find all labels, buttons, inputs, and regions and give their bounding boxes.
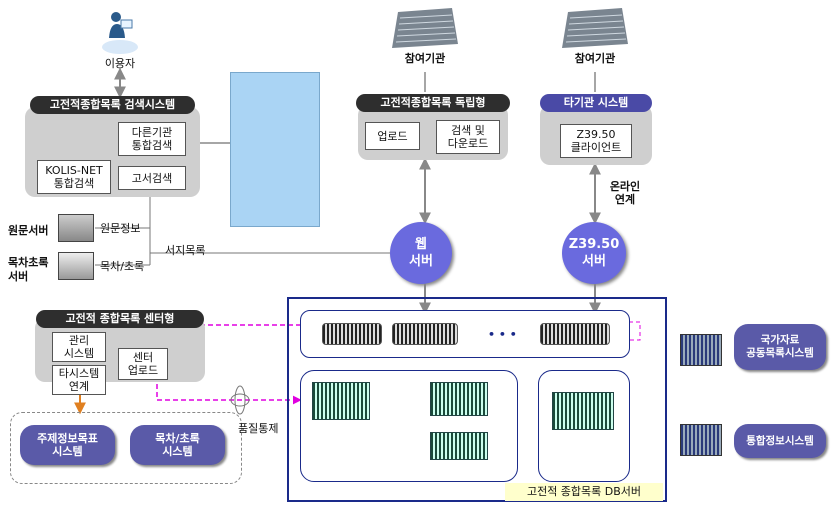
kolis-net-search-box[interactable]: KOLIS-NET 통합검색 bbox=[37, 160, 111, 194]
other-system-link-box[interactable]: 타시스템 연계 bbox=[52, 365, 106, 395]
web-server-node: 웹 서버 bbox=[390, 222, 452, 284]
original-server-label: 원문서버 bbox=[8, 224, 49, 237]
upload-box[interactable]: 업로드 bbox=[365, 122, 420, 150]
db-cylinder-1 bbox=[322, 323, 382, 345]
integrated-info-icon bbox=[680, 424, 722, 456]
online-link-label: 온라인 연계 bbox=[609, 180, 641, 206]
original-info-label: 원문정보 bbox=[100, 222, 141, 235]
national-catalog-icon bbox=[680, 334, 722, 366]
search-download-box[interactable]: 검색 및 다운로드 bbox=[436, 120, 500, 154]
subject-system-pill[interactable]: 주제정보목표 시스템 bbox=[20, 425, 115, 465]
quality-swirl-icon bbox=[234, 385, 246, 415]
db-module-1 bbox=[312, 382, 370, 420]
bib-record-label: 서지목록 bbox=[165, 244, 206, 257]
old-book-search-box[interactable]: 고서검색 bbox=[118, 166, 186, 190]
institution-left-label: 참여기관 bbox=[404, 52, 446, 65]
user-globe-icon bbox=[102, 40, 138, 54]
db-module-2 bbox=[430, 382, 488, 416]
center-upload-box[interactable]: 센터 업로드 bbox=[118, 348, 168, 380]
center-type-title: 고전적 종합목록 센터형 bbox=[36, 310, 204, 328]
db-module-4 bbox=[552, 392, 614, 430]
toc-info-label: 목차/초록 bbox=[100, 260, 145, 273]
quality-control-label: 품질통제 bbox=[238, 422, 279, 435]
db-server-label: 고전적 종합목록 DB서버 bbox=[505, 483, 663, 501]
other-system-title: 타기관 시스템 bbox=[540, 94, 652, 112]
original-server-icon bbox=[58, 214, 94, 242]
admin-system-box[interactable]: 관리 시스템 bbox=[52, 332, 106, 362]
db-cylinder-2 bbox=[392, 323, 458, 345]
integrated-info-pill[interactable]: 통합정보시스템 bbox=[734, 424, 826, 458]
user-label: 이용자 bbox=[104, 57, 136, 70]
db-cylinder-3 bbox=[540, 323, 610, 345]
toc-server-label: 목차초록 서버 bbox=[8, 256, 49, 283]
subsystem-group bbox=[10, 412, 242, 484]
institution-right-label: 참여기관 bbox=[574, 52, 616, 65]
national-catalog-pill[interactable]: 국가자료 공동목록시스템 bbox=[734, 324, 826, 370]
other-inst-search-box[interactable]: 다른기관 통합검색 bbox=[118, 122, 186, 156]
blue-panel bbox=[230, 72, 320, 227]
building-right-icon bbox=[562, 8, 628, 48]
db-ellipsis: • • • bbox=[488, 328, 517, 341]
db-server-region bbox=[287, 297, 667, 502]
z3950-client-box[interactable]: Z39.50 클라이언트 bbox=[560, 124, 632, 158]
building-left-icon bbox=[392, 8, 458, 48]
toc-system-pill[interactable]: 목차/초록 시스템 bbox=[130, 425, 225, 465]
toc-server-icon bbox=[58, 252, 94, 280]
z3950-server-node: Z39.50 서버 bbox=[562, 222, 626, 284]
user-person-icon bbox=[106, 10, 134, 40]
standalone-title: 고전적종합목록 독립형 bbox=[356, 94, 510, 112]
search-system-title: 고전적종합목록 검색시스템 bbox=[30, 96, 195, 114]
db-module-3 bbox=[430, 432, 488, 460]
